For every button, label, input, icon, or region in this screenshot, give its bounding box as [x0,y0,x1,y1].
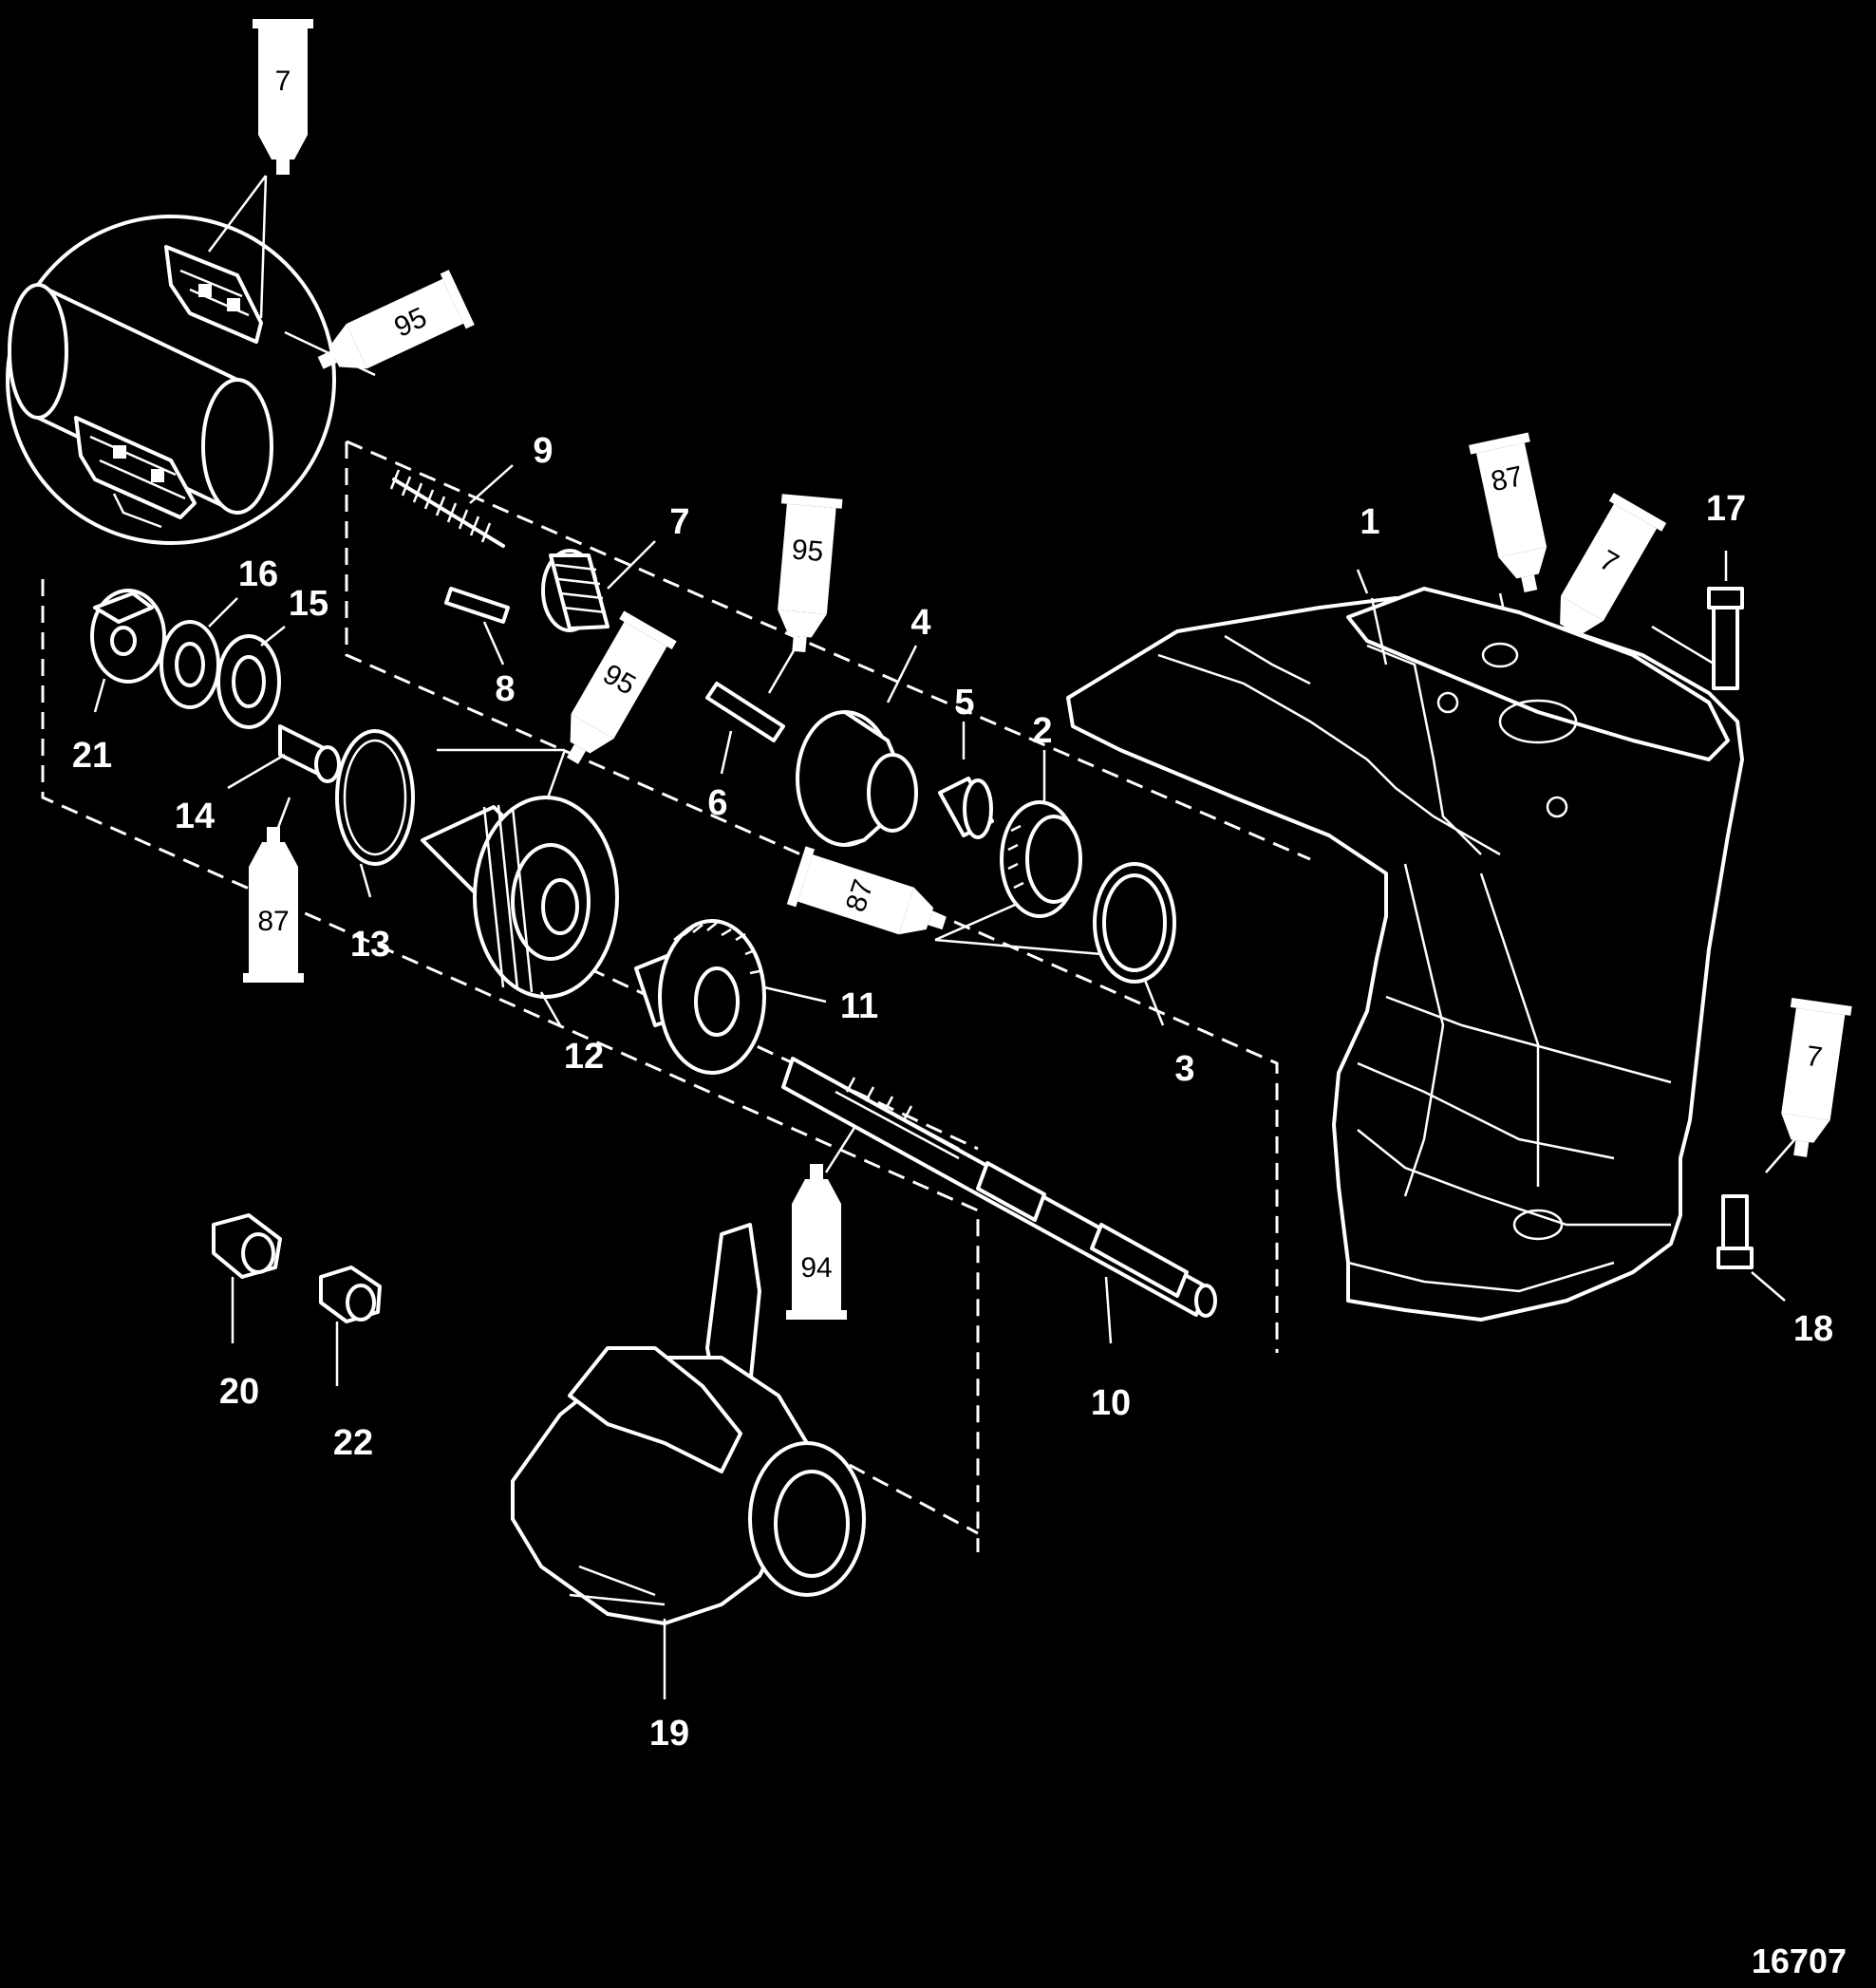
part-7-follower [541,540,656,632]
part-9-spring [389,464,514,548]
callout-17: 17 [1706,489,1746,529]
lubricant-tube-94-shaft: 94 [786,1164,847,1320]
tube-label: 7 [275,66,291,97]
lubricant-tube-7-bolt17: 7 [1556,493,1667,647]
part-10-propeller-shaft [781,1057,1217,1344]
tube-label: 87 [257,906,289,937]
part-1-gearcase-housing [1066,569,1744,1322]
callout-12: 12 [564,1037,604,1077]
lubricant-tube-95-oring: 95 [566,610,677,764]
part-15-bearing [216,626,286,729]
part-17-bolt [1707,551,1744,690]
callout-5: 5 [954,683,974,722]
part-2-bearing-cone [1000,750,1082,918]
lubricant-tubes: 7 95 87 7 [243,19,1852,1320]
part-6-pin [705,682,785,775]
callout-labels: 1 2 3 4 5 6 7 8 9 10 11 12 13 14 15 16 1… [72,431,1833,1754]
part-19-propeller [511,1223,866,1699]
lubricant-tube-7-top: 7 [253,19,313,175]
callout-1: 1 [1360,502,1379,542]
detail-circle [6,215,336,545]
callout-7: 7 [669,502,689,542]
callout-8: 8 [495,669,515,709]
part-12-bearing-carrier [421,796,619,1026]
part-11-reverse-gear [634,919,827,1075]
part-20-nut [212,1213,282,1343]
part-22-nut [319,1266,382,1386]
part-4-retainer [796,645,918,847]
tube-label: 87 [1489,460,1527,497]
part-3-bearing-race [1093,862,1176,1026]
callout-18: 18 [1793,1309,1833,1349]
callout-14: 14 [175,797,215,836]
lubricant-tube-87-bearing: 87 [786,846,947,935]
part-16-washer [159,597,238,709]
callout-6: 6 [707,783,727,823]
lubricant-tube-87-housing: 87 [1469,432,1548,593]
lubricant-tube-95-pin: 95 [778,494,843,653]
callout-19: 19 [649,1714,689,1754]
callout-21: 21 [72,736,112,776]
tube-label: 94 [800,1252,832,1284]
lubricant-tube-87-sleeve: 87 [243,827,304,983]
part-14-sleeve [227,724,341,790]
part-21-thrust-washer [90,589,166,713]
callout-3: 3 [1174,1049,1194,1089]
part-5-bushing [938,722,994,839]
part-13-o-ring [335,729,415,898]
figure-id: 16707 [1752,1941,1847,1980]
part-18-bolt [1717,1194,1786,1302]
part-8-pin [444,587,510,666]
tube-label: 7 [1804,1041,1824,1074]
callout-15: 15 [289,584,328,624]
callout-9: 9 [533,431,553,471]
callout-20: 20 [219,1372,259,1412]
callout-4: 4 [910,603,930,643]
lubricant-tube-7-bolt18: 7 [1781,998,1852,1157]
tube-label: 95 [791,534,825,568]
callout-10: 10 [1091,1383,1131,1423]
callout-13: 13 [350,925,390,965]
callout-2: 2 [1032,711,1052,751]
callout-16: 16 [238,554,278,594]
callout-11: 11 [840,986,878,1026]
callout-22: 22 [333,1423,373,1463]
